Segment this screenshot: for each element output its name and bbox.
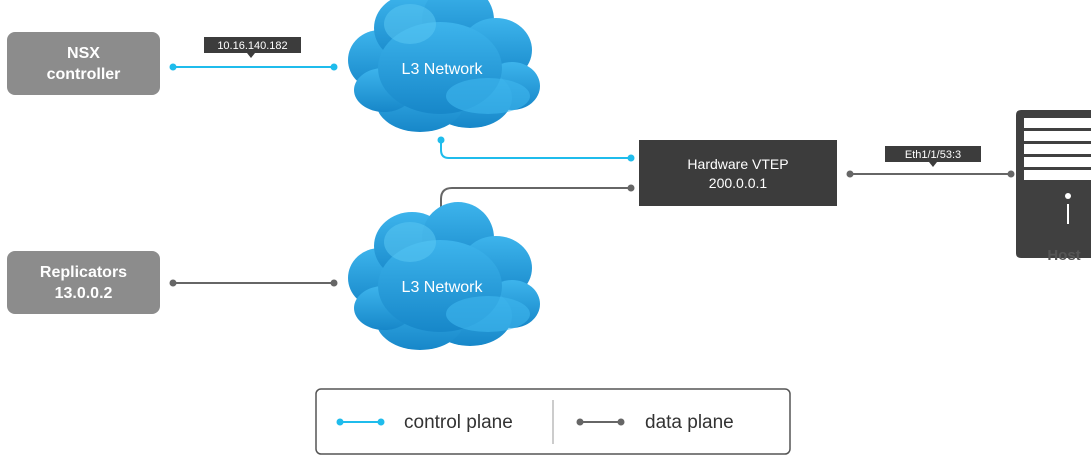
nsx-controller-node: NSX controller <box>7 32 160 95</box>
l3-network-cloud-top: L3 Network <box>348 0 540 132</box>
eth-port-label: Eth1/1/53:3 <box>885 146 981 167</box>
host-server-icon <box>1016 110 1091 258</box>
link-cloud-to-vtep-control <box>437 136 635 162</box>
host-label: Host <box>1047 247 1080 264</box>
legend-data-plane-label: data plane <box>645 412 734 433</box>
vtep-line1: Hardware VTEP <box>687 156 788 172</box>
replicators-node: Replicators 13.0.0.2 <box>7 251 160 314</box>
replicators-line1: Replicators <box>40 264 127 281</box>
link-vtep-to-host <box>846 170 1015 178</box>
ip-label: 10.16.140.182 <box>204 37 301 58</box>
legend-control-plane-label: control plane <box>404 412 513 433</box>
vtep-line2: 200.0.0.1 <box>709 175 768 191</box>
link-nsx-to-cloud <box>169 63 338 71</box>
nsx-controller-line1: NSX <box>67 45 100 62</box>
l3-network-cloud-bottom: L3 Network <box>348 202 540 350</box>
cloud-top-label: L3 Network <box>402 61 484 78</box>
cloud-bottom-label: L3 Network <box>402 279 484 296</box>
ip-label-text: 10.16.140.182 <box>217 40 287 52</box>
hardware-vtep-node: Hardware VTEP 200.0.0.1 <box>639 140 837 206</box>
legend-data-plane-marker <box>576 418 625 426</box>
legend-control-plane-marker <box>336 418 385 426</box>
replicators-line2: 13.0.0.2 <box>55 285 113 302</box>
link-replicators-to-cloud <box>169 279 338 287</box>
legend: control plane data plane <box>315 388 791 455</box>
nsx-controller-line2: controller <box>47 66 121 83</box>
eth-port-label-text: Eth1/1/53:3 <box>905 149 961 161</box>
